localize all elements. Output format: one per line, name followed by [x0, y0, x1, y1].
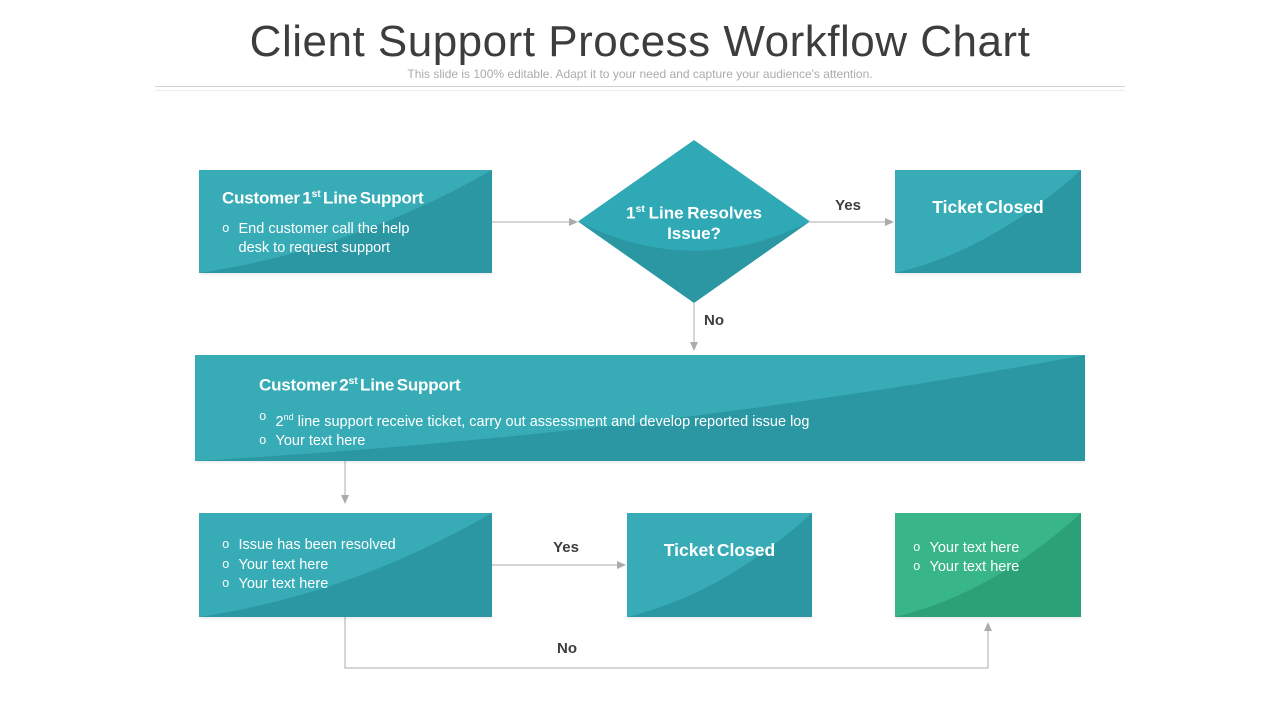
- bullet-text: Your text here: [238, 556, 329, 573]
- bullet-item: o Issue has been resolved: [222, 536, 476, 556]
- box-title: Customer 1st Line Support: [222, 188, 472, 209]
- edge-label-no-bottom: No: [557, 640, 577, 657]
- bullet-text: Your text here: [929, 559, 1020, 575]
- bullet-item: o Your text here: [222, 575, 476, 595]
- bullet-item: o Your text here: [913, 558, 1073, 578]
- process-box-issue-resolved: o Issue has been resolved o Your text he…: [199, 513, 492, 617]
- box-ticket-closed-top: Ticket Closed: [895, 170, 1081, 273]
- box-label: Ticket Closed: [932, 197, 1044, 217]
- bullet-text-part: 2: [275, 413, 284, 430]
- box-sheen: [627, 513, 812, 617]
- box-sheen: [195, 355, 1085, 461]
- box-ticket-closed-bottom: Ticket Closed: [627, 513, 812, 617]
- bullet-marker: o: [259, 433, 267, 448]
- bullet-item: o Your text here: [259, 432, 1055, 452]
- bullet-item: o 2nd line support receive ticket, carry…: [259, 408, 1055, 432]
- bullet-text-part: line support receive ticket, carry out a…: [293, 413, 810, 430]
- title-text: Line Support: [357, 375, 461, 395]
- bullet-text: 2nd line support receive ticket, carry o…: [276, 408, 810, 432]
- arrowhead-up-1: [984, 622, 992, 631]
- box-label: Ticket Closed: [663, 540, 776, 560]
- bullet-item: o Your text here: [222, 556, 476, 576]
- bullet-marker: o: [222, 577, 230, 591]
- title-superscript: st: [311, 188, 321, 200]
- decision-text: 1st Line Resolves Issue?: [578, 140, 810, 303]
- bullet-item: o End customer call the help desk to req…: [222, 220, 472, 259]
- box-sheen: [199, 513, 492, 617]
- title-divider: [155, 86, 1125, 91]
- decision-text-part: 1: [626, 203, 636, 223]
- edge-label-yes-top: Yes: [835, 197, 861, 214]
- page-title: Client Support Process Workflow Chart: [249, 17, 1031, 66]
- process-band-customer-2nd-line: Customer 2st Line Support o 2nd line sup…: [195, 355, 1085, 461]
- edge-label-yes-bottom: Yes: [553, 539, 579, 556]
- bullet-marker: o: [222, 221, 230, 236]
- box-sheen: [895, 513, 1081, 617]
- title-text: Line Support: [320, 188, 424, 208]
- decision-line1: 1st Line Resolves: [626, 199, 762, 224]
- bullet-text: Your text here: [238, 576, 329, 592]
- bullet-marker: o: [913, 540, 921, 555]
- bullet-superscript: nd: [283, 411, 294, 422]
- process-box-customer-1st-line: Customer 1st Line Support o End customer…: [199, 170, 492, 273]
- bullet-marker: o: [222, 538, 230, 552]
- connector-no-path-to-green-box: [344, 617, 989, 669]
- bullet-text: End customer call the help desk to reque…: [238, 220, 410, 257]
- diamond-shape: [578, 140, 810, 303]
- box-sheen: [895, 170, 1081, 273]
- bullet-marker: o: [913, 560, 921, 574]
- bullet-marker: o: [222, 557, 230, 572]
- decision-text-part: Line Resolves: [644, 203, 762, 223]
- arrowhead-right-2: [885, 218, 894, 226]
- arrowhead-down-1: [690, 342, 698, 351]
- bullet-text: Your text here: [275, 432, 366, 449]
- bullet-text: Your text here: [929, 539, 1020, 556]
- arrowhead-right-3: [617, 561, 626, 569]
- edge-label-no-mid: No: [704, 312, 724, 329]
- decision-superscript: st: [635, 202, 645, 215]
- bullet-marker: o: [259, 409, 267, 424]
- decision-line2: Issue?: [667, 224, 721, 244]
- title-superscript: st: [348, 375, 358, 387]
- page-subtitle: This slide is 100% editable. Adapt it to…: [407, 67, 873, 81]
- arrowhead-down-2: [341, 495, 349, 504]
- box-title: Customer 2st Line Support: [259, 375, 1055, 396]
- box-sheen: [199, 170, 492, 273]
- result-box-green: o Your text here o Your text here: [895, 513, 1081, 617]
- arrowhead-right-1: [569, 218, 578, 226]
- title-text: Customer 1: [222, 188, 312, 208]
- bullet-item: o Your text here: [913, 539, 1073, 559]
- decision-diamond: 1st Line Resolves Issue?: [578, 140, 810, 303]
- bullet-text: Issue has been resolved: [238, 537, 396, 553]
- title-text: Customer 2: [259, 375, 349, 395]
